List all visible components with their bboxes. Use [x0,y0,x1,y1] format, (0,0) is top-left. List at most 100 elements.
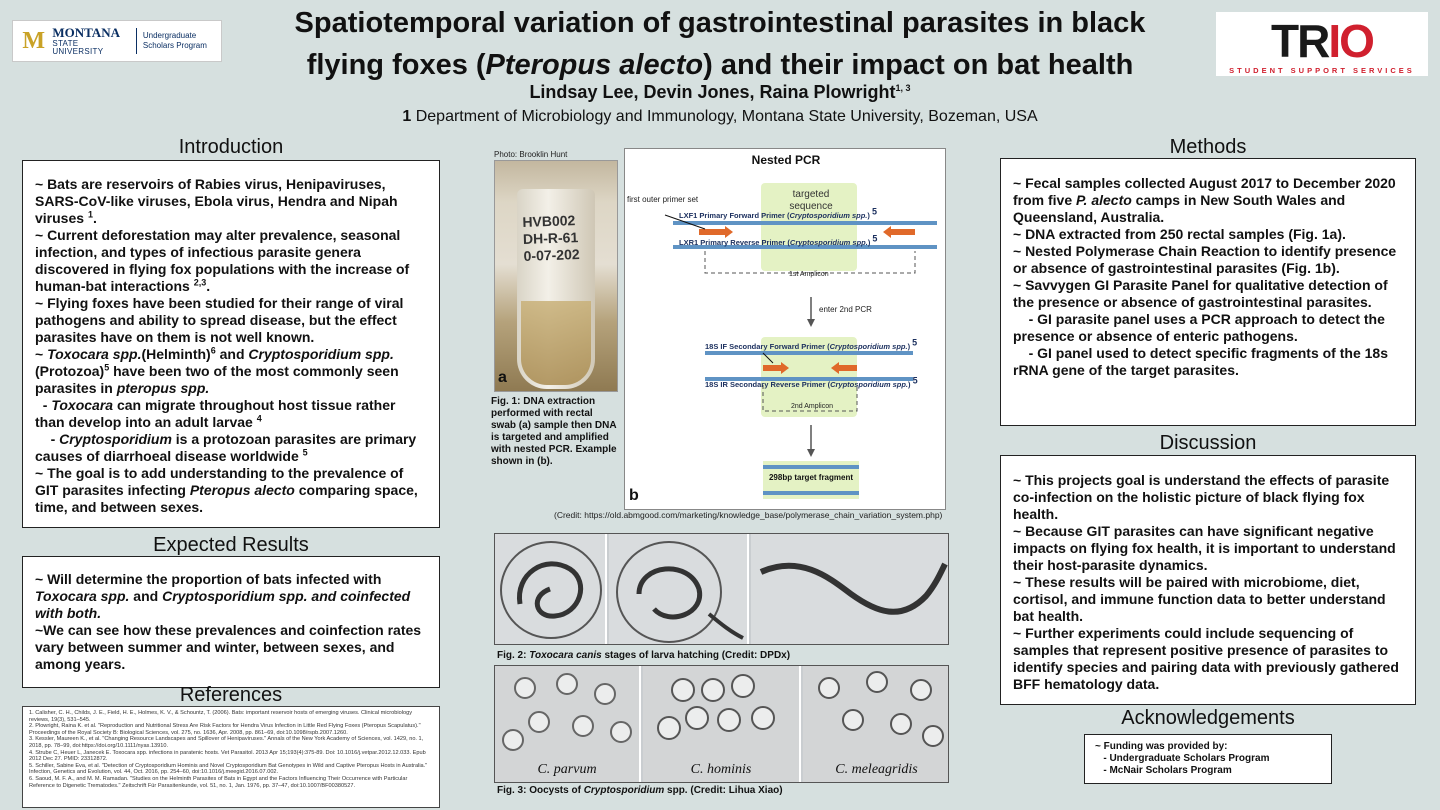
secondary-reverse-primer-icon [831,362,857,374]
intro-p4-toxocara: Toxocara spp. [47,346,142,362]
intro-p5: - Toxocara can migrate throughout host t… [35,397,427,431]
pcr-18sif-sup: 5 [912,337,918,348]
toxocara-larvae-image [494,533,949,645]
fig1-caption: Fig. 1: DNA extraction performed with re… [491,396,617,467]
dna-strand [673,245,937,249]
intro-p2-end: . [206,278,211,294]
pcr-lxr1-pre: LXR1 Primary Reverse Primer ( [679,238,790,247]
fig3-caption-c: spp. (Credit: Lihua Xiao) [664,785,783,796]
affil-text: Department of Microbiology and Immunolog… [411,108,1038,125]
methods-p1-species: P. alecto [1076,192,1132,208]
pcr-outer-label: first outer primer set [627,195,699,204]
down-arrow-head-icon [807,319,815,327]
fig1-label-b: b [629,487,639,504]
pcr-amplicon2-label: 2nd Amplicon [791,403,834,410]
affiliation: 1 Department of Microbiology and Immunol… [260,108,1180,126]
intro-p3: ~ Flying foxes have been studied for the… [35,295,404,345]
pcr-lxf1-pre: LXF1 Primary Forward Primer ( [679,211,790,220]
intro-p6-a: - [35,431,60,447]
intro-p7: ~ The goal is to add understanding to th… [35,465,427,516]
ack-line: - Undergraduate Scholars Program [1095,753,1270,764]
secondary-primer-pointer [762,352,774,364]
dna-strand [673,221,937,225]
pcr-18sir-sup: 5 [912,375,918,386]
expected-p1-a: ~ Will determine the proportion of bats … [35,571,382,587]
fig2-caption-a: Fig. 2: [497,650,530,661]
intro-p4-sup1: 6 [210,345,216,356]
pcr-18sif-species: Cryptosporidium spp. [829,342,908,351]
methods-p6: - GI panel used to detect specific fragm… [1013,345,1392,378]
discussion-p3: ~ These results will be paired with micr… [1013,574,1386,624]
title-species: Pteropus alecto [485,49,704,81]
reference-item: 1. Calisher, C. H., Childs, J. E., Field… [29,710,413,723]
title-line2: flying foxes (Pteropus alecto) and their… [228,44,1212,86]
authors-sup: 1, 3 [895,83,911,93]
discussion-p2: ~ Because GIT parasites can have signifi… [1013,523,1396,573]
oocyst-cluster-icon [818,671,944,747]
acknowledgements-box: ~ Funding was provided by: - Undergradua… [1084,734,1332,784]
fig2-caption-species: Toxocara canis [529,650,602,661]
reference-item: 6. Saoud, M. F. A., and M. M. Ramadan. "… [29,775,408,789]
reverse-primer-arrow-icon [883,226,915,238]
expected-results-box: ~ Will determine the proportion of bats … [22,556,440,688]
amplicon1-bracket [704,251,916,274]
pcr-title: Nested PCR [751,153,821,167]
fig1-label-a: a [498,369,507,386]
intro-p4-a: ~ [35,346,48,362]
larva-panel [609,534,749,644]
pcr-lxf1-label: LXF1 Primary Forward Primer (Cryptospori… [679,207,877,220]
embryonated-egg-icon [500,541,602,639]
oocyst-panel-parvum: C. parvum [495,666,641,782]
intro-p7-c: comparing space, time, and between sexes… [35,482,418,515]
pcr-amplicon1-label: 1st Amplicon [789,271,829,278]
poster-title: Spatiotemporal variation of gastrointest… [228,2,1212,86]
oocysts-image: C. parvum C. hominis C. meleagridis [494,665,949,783]
photo-credit: Photo: Brooklin Hunt [494,150,568,159]
outer-primer-pointer [664,214,706,230]
species-label: C. hominis [690,762,752,777]
fig3-caption-a: Fig. 3: Oocysts of [497,785,584,796]
secondary-forward-primer-icon [763,362,789,374]
expected-p1-crypto: Cryptosporidium spp. and coinfected with… [35,588,411,621]
methods-box: ~ Fecal samples collected August 2017 to… [1000,158,1416,426]
hatching-larva-icon [616,541,744,643]
pcr-lxr1-post: ) [867,238,871,247]
intro-p2-sup: 2,3 [193,277,207,288]
discussion-heading: Discussion [1159,432,1257,454]
expected-p1-c: and [129,588,163,604]
oocyst-cluster-icon [657,674,775,740]
methods-p4: ~ Savvygen GI Parasite Panel for qualita… [1013,277,1388,310]
intro-p6: - Cryptosporidium is a protozoan parasit… [35,431,427,465]
intro-p1-sup: 1 [87,209,93,220]
references-heading: References [179,684,283,706]
expected-results-heading: Expected Results [153,534,309,556]
intro-p4: ~ Toxocara spp.(Helminth)6 and Cryptospo… [35,346,427,397]
msu-name-line2: STATE UNIVERSITY [52,39,104,56]
authors-names: Lindsay Lee, Devin Jones, Raina Plowrigh… [529,82,896,102]
methods-p3: ~ Nested Polymerase Chain Reaction to id… [1013,243,1397,276]
discussion-box: ~ This projects goal is understand the e… [1000,455,1416,705]
expected-p1-toxocara: Toxocara spp. [35,588,130,604]
introduction-heading: Introduction [178,136,284,158]
msu-program: Undergraduate Scholars Program [142,31,207,50]
tube-sample-fill [521,301,591,385]
intro-p4-d: and [215,346,249,362]
down-arrow-head-icon [807,449,815,457]
discussion-p1: ~ This projects goal is understand the e… [1013,472,1390,522]
dna-strand [763,491,859,495]
title-line1: Spatiotemporal variation of gastrointest… [294,7,1146,39]
intro-p5-a: - [35,397,52,413]
intro-p5-c: can migrate throughout host tissue rathe… [35,397,400,430]
reference-item: 2. Plowright, Raina K. et al. "Reproduct… [29,723,421,736]
free-larva-icon [759,562,948,615]
msu-divider [135,28,137,54]
intro-p4-sup2: 5 [104,362,110,373]
fig3-caption-genus: Cryptosporidium [583,785,665,796]
ack-line: ~ Funding was provided by: [1095,741,1228,752]
affil-number: 1 [402,108,412,125]
pcr-lxr1-species: Cryptosporidium spp. [789,238,868,247]
fig3-caption: Fig. 3: Oocysts of Cryptosporidium spp. … [497,785,949,797]
trio-subtitle: STUDENT SUPPORT SERVICES [1229,66,1415,75]
larva-panel [495,534,607,644]
msu-name-line1: MONTANA [52,25,120,40]
